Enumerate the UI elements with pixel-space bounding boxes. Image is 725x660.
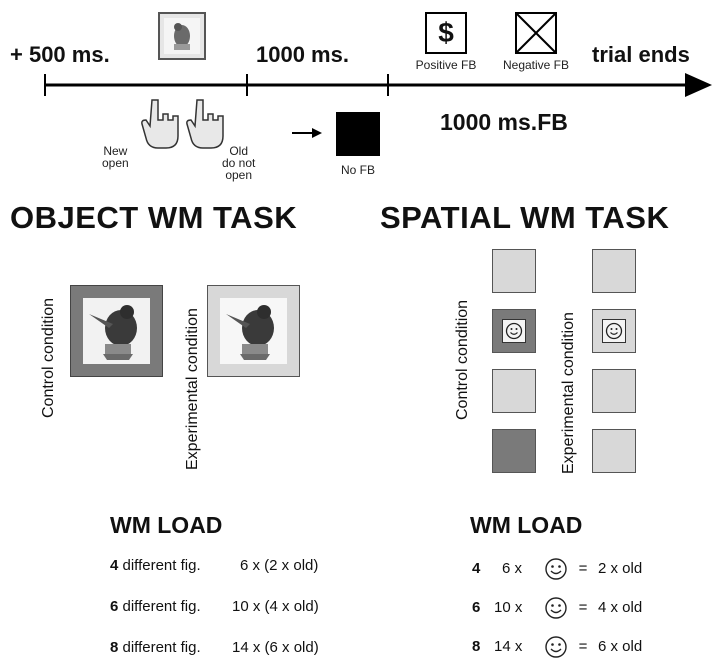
spatial-experimental-tile-2	[592, 309, 636, 353]
spatial-experimental-tile-4	[592, 429, 636, 473]
object-task-title: OBJECT WM TASK	[10, 200, 298, 235]
load-number: 8	[472, 637, 481, 655]
bird-figure-icon	[220, 298, 287, 364]
object-load-repeat: 10 x (4 x old)	[232, 598, 319, 615]
object-control-frame	[70, 285, 163, 377]
load-text: different fig.	[118, 557, 201, 574]
small-arrow-icon	[292, 128, 322, 138]
equals-sign: =	[578, 559, 588, 577]
object-load-row: 4 different fig.	[110, 557, 201, 574]
negative-fb-box-icon	[515, 12, 557, 54]
smiley-icon	[505, 322, 523, 340]
spatial-control-label: Control condition	[454, 299, 471, 420]
bird-figure-icon	[83, 298, 150, 364]
spatial-control-tile-3	[492, 369, 536, 413]
spatial-control-tile-1	[492, 249, 536, 293]
load-text: different fig.	[118, 598, 201, 615]
spatial-load-row: 4 6 x = 2 x old	[472, 557, 642, 581]
stimulus-thumbnail	[158, 12, 206, 60]
equals-sign: =	[578, 598, 588, 616]
no-fb-box	[336, 112, 380, 156]
smiley-target	[602, 319, 626, 343]
object-experimental-frame	[207, 285, 300, 377]
timeline-end-label: trial ends	[592, 42, 690, 67]
spatial-control-tile-2	[492, 309, 536, 353]
new-open-label: New open	[102, 144, 129, 170]
smiley-icon	[545, 558, 567, 580]
spatial-experimental-tile-1	[592, 249, 636, 293]
pointing-hands-icon	[141, 99, 224, 149]
spatial-task-title: SPATIAL WM TASK	[380, 200, 670, 235]
spatial-experimental-label: Experimental condition	[560, 312, 577, 474]
spatial-load-row: 6 10 x = 4 x old	[472, 596, 642, 620]
load-number: 8	[110, 639, 119, 656]
spatial-load-title: WM LOAD	[470, 512, 583, 538]
load-number: 6	[472, 598, 481, 616]
load-text: different fig.	[118, 639, 201, 656]
fb-duration-label: 1000 ms.FB	[440, 109, 568, 135]
spatial-load-row: 8 14 x = 6 x old	[472, 635, 642, 659]
object-load-title: WM LOAD	[110, 512, 223, 538]
smiley-icon	[605, 322, 623, 340]
smiley-icon	[545, 597, 567, 619]
timeline-axis	[44, 73, 712, 97]
negative-fb-label: Negative FB	[502, 58, 570, 72]
positive-fb-box: $	[425, 12, 467, 54]
load-result: 2 x old	[598, 559, 643, 577]
equals-sign: =	[578, 637, 588, 655]
object-control-label: Control condition	[40, 297, 57, 418]
smiley-target	[502, 319, 526, 343]
timeline-mid-label: 1000 ms.	[256, 42, 349, 67]
positive-fb-label: Positive FB	[415, 58, 477, 72]
load-result: 6 x old	[598, 637, 643, 655]
load-times: 6 x	[502, 559, 523, 577]
no-fb-label: No FB	[340, 163, 375, 177]
spatial-control-tile-4	[492, 429, 536, 473]
load-times: 10 x	[494, 598, 523, 616]
object-load-repeat: 6 x (2 x old)	[240, 557, 319, 574]
timeline-start-label: + 500 ms.	[10, 42, 110, 67]
spatial-experimental-tile-3	[592, 369, 636, 413]
load-times: 14 x	[494, 637, 523, 655]
smiley-icon	[545, 636, 567, 658]
load-number: 4	[110, 557, 119, 574]
bird-figure-icon	[164, 18, 200, 54]
object-load-repeat: 14 x (6 x old)	[232, 639, 319, 656]
object-load-row: 8 different fig.	[110, 639, 201, 656]
load-number: 6	[110, 598, 119, 615]
object-load-row: 6 different fig.	[110, 598, 201, 615]
object-experimental-label: Experimental condition	[184, 308, 201, 470]
load-number: 4	[472, 559, 481, 577]
load-result: 4 x old	[598, 598, 643, 616]
old-do-not-open-label: Old do not open	[222, 144, 256, 182]
